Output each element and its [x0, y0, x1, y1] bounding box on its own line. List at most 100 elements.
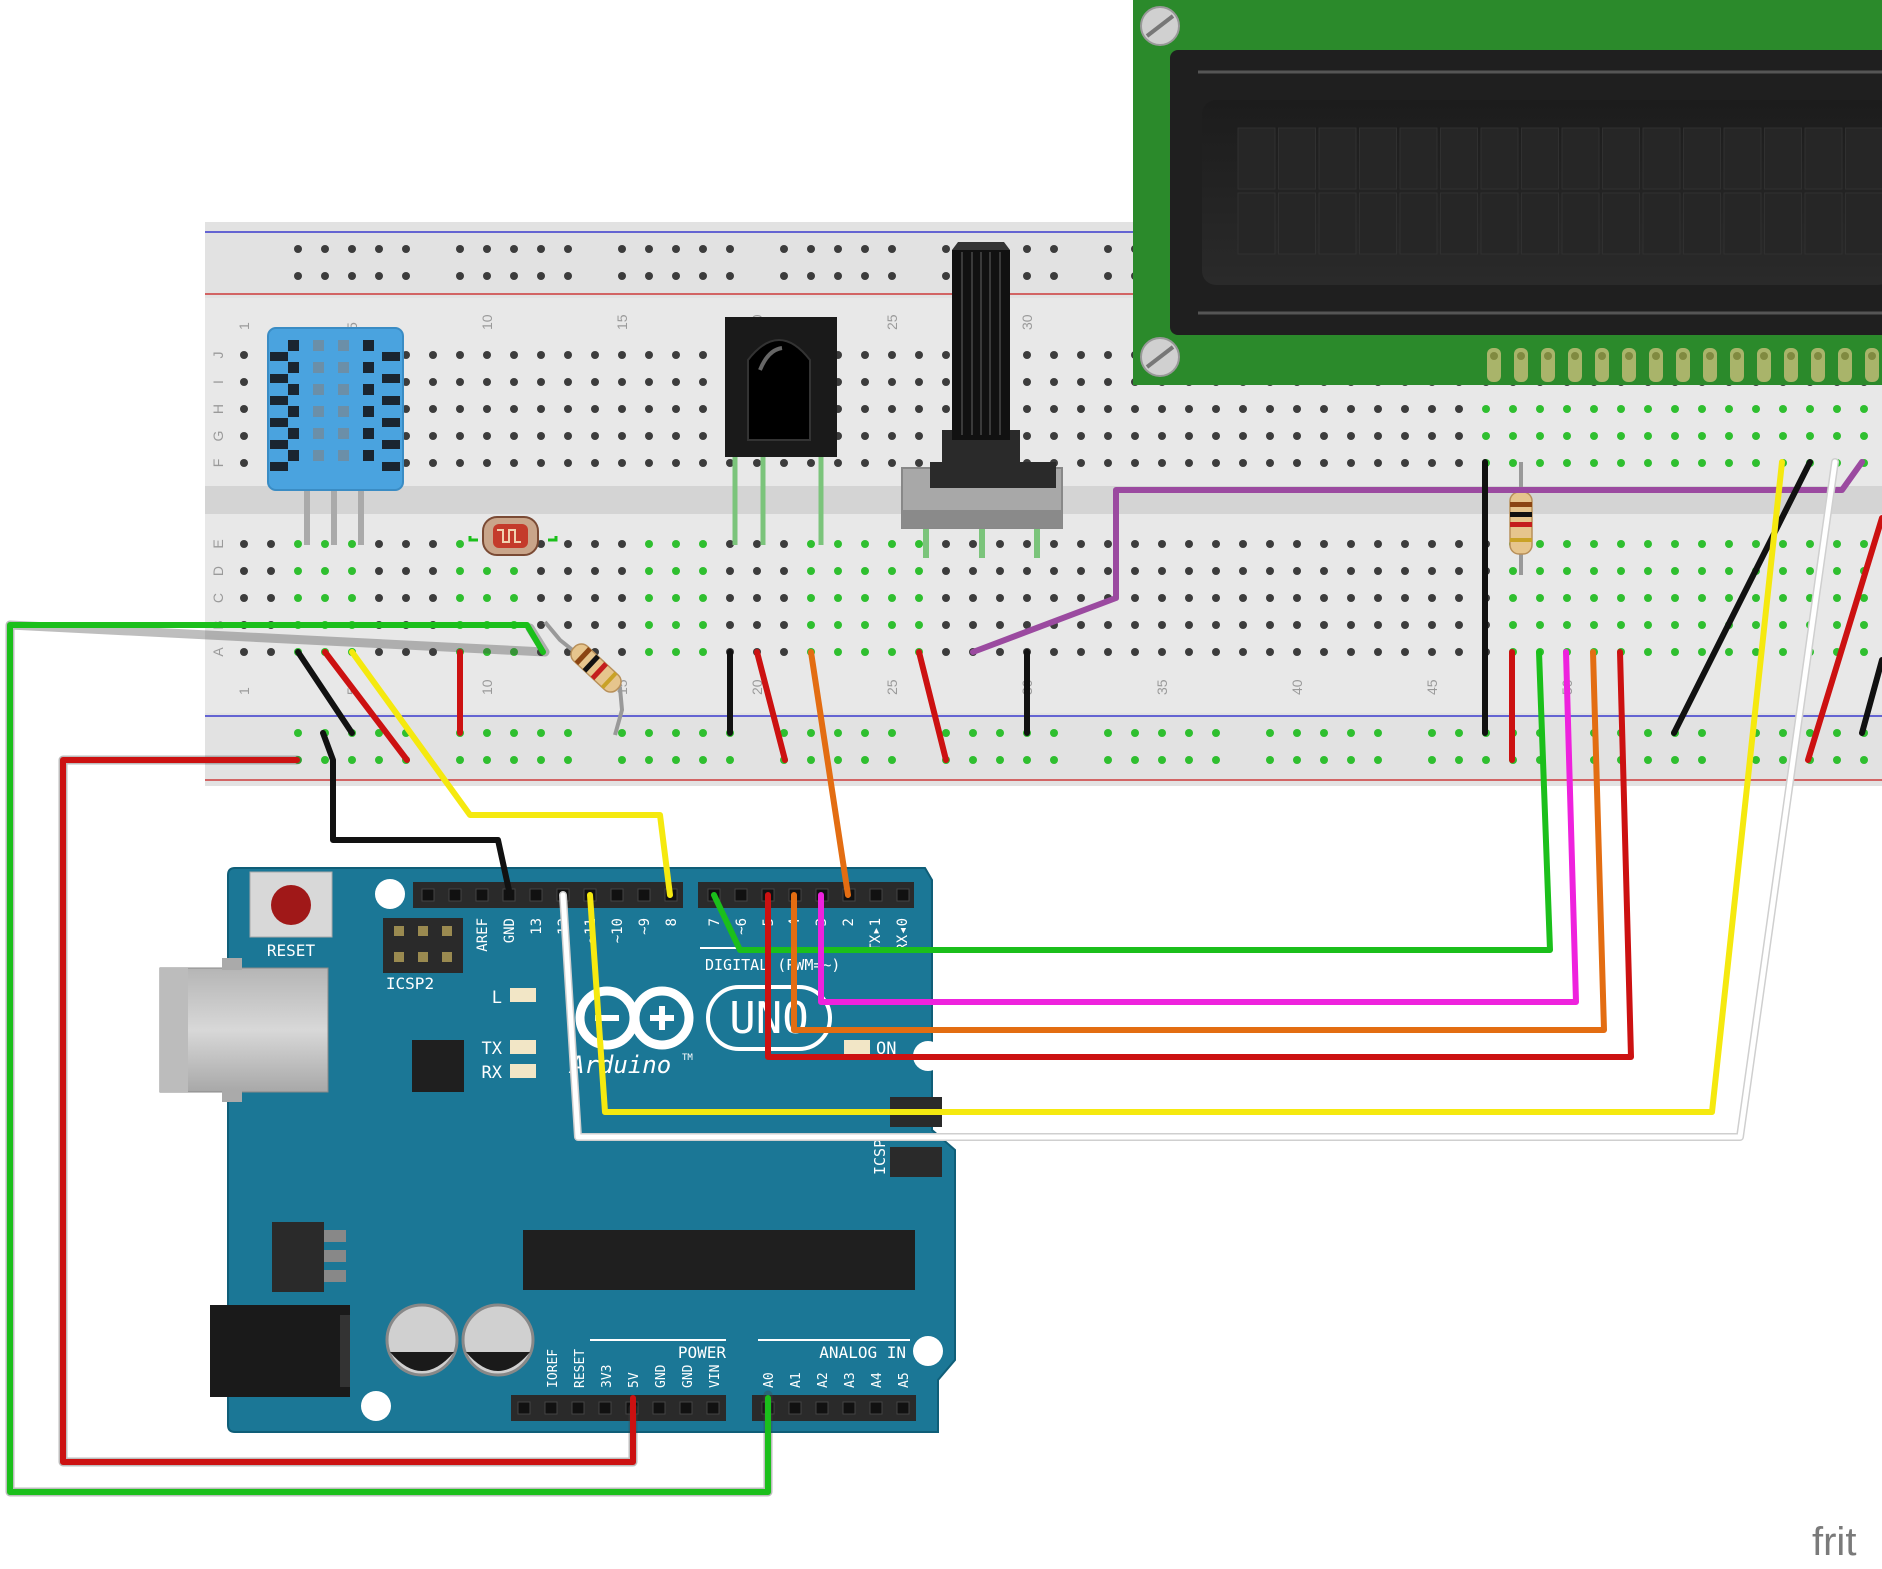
wire-red-dht — [322, 649, 410, 763]
breadboard-hole — [969, 594, 977, 602]
rail-hole — [834, 272, 842, 280]
rail-hole — [1833, 756, 1841, 764]
breadboard-hole — [1347, 621, 1355, 629]
breadboard-hole — [1455, 567, 1463, 575]
pin-label: 3V3 — [600, 1365, 615, 1388]
breadboard-hole — [672, 540, 680, 548]
breadboard-hole — [861, 567, 869, 575]
capacitor-1 — [385, 1303, 459, 1377]
breadboard-hole — [537, 378, 545, 386]
breadboard-hole — [888, 432, 896, 440]
reset-button[interactable] — [271, 885, 311, 925]
lcd-screw-top — [1140, 6, 1180, 46]
breadboard-hole — [1617, 594, 1625, 602]
breadboard-hole — [1347, 648, 1355, 656]
breadboard-hole — [726, 594, 734, 602]
breadboard-hole — [1779, 567, 1787, 575]
breadboard-hole — [996, 540, 1004, 548]
breadboard-hole — [1590, 540, 1598, 548]
breadboard-hole — [1725, 567, 1733, 575]
wire-purple-contrast — [970, 459, 1865, 655]
pin-label: 5V — [627, 1372, 642, 1388]
breadboard-hole — [1428, 594, 1436, 602]
breadboard-hole — [1536, 567, 1544, 575]
breadboard-hole — [321, 567, 329, 575]
wire-red-lcd-a — [1805, 515, 1882, 763]
rail-hole — [1374, 729, 1382, 737]
rail-hole — [807, 272, 815, 280]
analog-label: ANALOG IN — [819, 1343, 906, 1362]
rail-hole — [537, 729, 545, 737]
breadboard-hole — [1617, 567, 1625, 575]
breadboard-hole — [726, 567, 734, 575]
breadboard-hole — [1158, 621, 1166, 629]
column-label: 35 — [1154, 679, 1170, 695]
wire-black-lcd-k — [1859, 657, 1882, 736]
header-pin — [706, 1401, 720, 1415]
breadboard-hole — [780, 621, 788, 629]
breadboard-hole — [537, 405, 545, 413]
row-label: H — [210, 404, 226, 414]
breadboard-hole — [483, 378, 491, 386]
breadboard-hole — [1158, 594, 1166, 602]
lcd-cell — [1521, 127, 1559, 190]
lcd-cell — [1359, 127, 1397, 190]
breadboard-hole — [861, 351, 869, 359]
breadboard-hole — [564, 540, 572, 548]
breadboard-hole — [1077, 594, 1085, 602]
header-pin — [610, 888, 624, 902]
breadboard-hole — [1401, 405, 1409, 413]
breadboard-hole — [1536, 594, 1544, 602]
breadboard-hole — [1482, 405, 1490, 413]
breadboard-hole — [1050, 594, 1058, 602]
power-header — [511, 1395, 726, 1421]
breadboard-hole — [564, 459, 572, 467]
rail-hole — [834, 729, 842, 737]
breadboard-hole — [618, 405, 626, 413]
column-label: 40 — [1289, 679, 1305, 695]
rail-hole — [1779, 729, 1787, 737]
breadboard-hole — [1266, 540, 1274, 548]
header-pin — [448, 888, 462, 902]
rail-hole — [618, 272, 626, 280]
breadboard-hole — [1509, 405, 1517, 413]
breadboard-hole — [672, 567, 680, 575]
breadboard-hole — [672, 405, 680, 413]
breadboard-hole — [1320, 567, 1328, 575]
breadboard-hole — [402, 648, 410, 656]
lcd-header-pins — [1487, 348, 1879, 382]
header-pin — [679, 1401, 693, 1415]
breadboard-hole — [1212, 459, 1220, 467]
wire-black-gnd — [320, 730, 513, 898]
wire-red-lcd-d6 — [765, 649, 1634, 1060]
rail-hole — [321, 272, 329, 280]
wire-red-pot — [916, 649, 949, 763]
rail-hole — [834, 245, 842, 253]
breadboard-hole — [1509, 567, 1517, 575]
header-pin — [896, 1401, 910, 1415]
breadboard-hole — [1158, 540, 1166, 548]
breadboard-hole — [1104, 648, 1112, 656]
breadboard-hole — [888, 378, 896, 386]
breadboard-hole — [1185, 567, 1193, 575]
rail-hole — [699, 245, 707, 253]
rail-hole — [861, 272, 869, 280]
lcd-cell — [1399, 127, 1438, 190]
breadboard-hole — [240, 459, 248, 467]
rail-hole — [375, 729, 383, 737]
breadboard-hole — [888, 351, 896, 359]
breadboard-hole — [996, 594, 1004, 602]
column-label: 5 — [344, 322, 360, 330]
breadboard-hole — [861, 540, 869, 548]
breadboard-hole — [1077, 378, 1085, 386]
row-label: C — [210, 593, 226, 603]
rail-hole — [456, 245, 464, 253]
rail-hole — [1833, 729, 1841, 737]
breadboard-hole — [564, 567, 572, 575]
breadboard-hole — [1779, 621, 1787, 629]
breadboard-hole — [240, 432, 248, 440]
pin-label: AREF — [475, 918, 491, 952]
breadboard-hole — [1644, 648, 1652, 656]
breadboard-hole — [888, 567, 896, 575]
breadboard-hole — [1860, 648, 1868, 656]
